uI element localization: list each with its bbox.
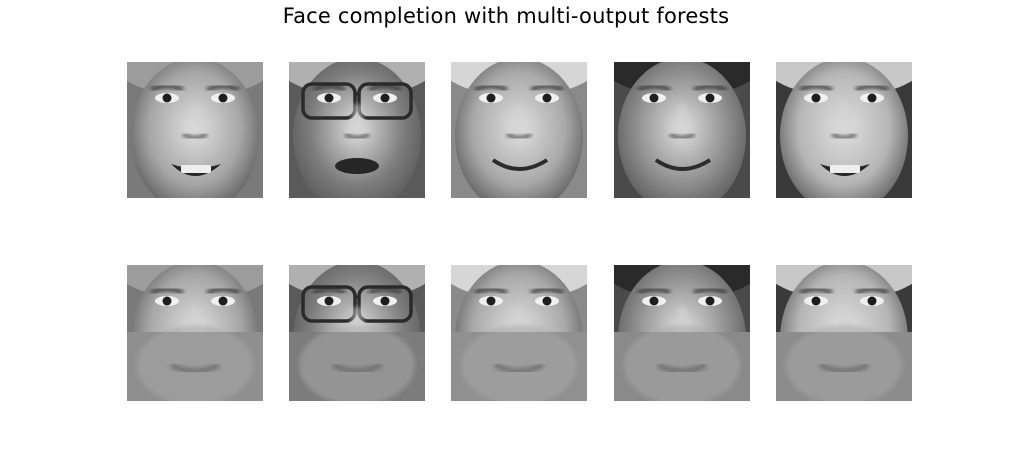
eyebrow	[474, 287, 508, 295]
predicted-lower-half	[614, 325, 750, 401]
completed-face-1	[127, 265, 263, 401]
face-image	[289, 265, 425, 401]
eyebrow	[693, 84, 727, 92]
nostrils	[669, 132, 695, 140]
predicted-mouth	[818, 362, 870, 374]
glasses-lens	[301, 82, 357, 120]
predicted-mouth	[169, 362, 221, 374]
eyebrow	[855, 84, 889, 92]
predicted-mouth	[656, 362, 708, 374]
nostrils	[506, 132, 532, 140]
mouth	[335, 158, 379, 174]
eye-pupil	[324, 296, 334, 306]
eyebrow	[530, 287, 564, 295]
nose	[674, 104, 692, 136]
eye-pupil	[162, 93, 172, 103]
predicted-face	[299, 325, 415, 401]
eyebrow	[693, 287, 727, 295]
face-image	[614, 265, 750, 401]
predicted-face	[461, 325, 577, 401]
predicted-lower-half	[127, 325, 263, 401]
eye-pupil	[811, 93, 821, 103]
teeth	[181, 165, 211, 173]
predicted-face	[786, 325, 902, 401]
eye-pupil	[218, 93, 228, 103]
eyebrow	[368, 84, 402, 92]
face-image	[127, 62, 263, 198]
eye-pupil	[649, 296, 659, 306]
eyebrow	[312, 287, 346, 295]
face-image	[451, 62, 587, 198]
completed-face-5	[776, 265, 912, 401]
eyebrow	[799, 84, 833, 92]
face-image	[776, 62, 912, 198]
eyebrow	[312, 84, 346, 92]
face-image	[127, 265, 263, 401]
eye-pupil	[867, 296, 877, 306]
eye-pupil	[542, 296, 552, 306]
eye-pupil	[542, 93, 552, 103]
completed-face-3	[451, 265, 587, 401]
eye-pupil	[486, 93, 496, 103]
eyebrow	[150, 84, 184, 92]
nostrils	[831, 132, 857, 140]
face-image	[451, 265, 587, 401]
teeth	[830, 165, 860, 173]
true-face-5	[776, 62, 912, 198]
eye-pupil	[486, 296, 496, 306]
true-face-1	[127, 62, 263, 198]
eye-pupil	[380, 296, 390, 306]
nostrils	[182, 132, 208, 140]
mouth	[654, 158, 712, 171]
eyebrow	[206, 84, 240, 92]
predicted-lower-half	[776, 325, 912, 401]
completed-face-2	[289, 265, 425, 401]
nose	[836, 104, 854, 136]
glasses-lens	[357, 82, 413, 120]
predicted-face	[624, 325, 740, 401]
eye-pupil	[162, 296, 172, 306]
eyebrow	[637, 287, 671, 295]
true-face-4	[614, 62, 750, 198]
eyebrow	[855, 287, 889, 295]
eye-pupil	[218, 296, 228, 306]
face-image	[614, 62, 750, 198]
eye-pupil	[649, 93, 659, 103]
eye-pupil	[867, 93, 877, 103]
true-face-2	[289, 62, 425, 198]
predicted-lower-half	[451, 325, 587, 401]
predicted-mouth	[493, 362, 545, 374]
eye-pupil	[705, 296, 715, 306]
eyebrow	[206, 287, 240, 295]
predicted-mouth	[331, 362, 383, 374]
eyebrow	[530, 84, 564, 92]
eyebrow	[368, 287, 402, 295]
face-image	[289, 62, 425, 198]
nose	[187, 104, 205, 136]
figure-title: Face completion with multi-output forest…	[282, 4, 730, 28]
predicted-lower-half	[289, 325, 425, 401]
true-face-3	[451, 62, 587, 198]
eye-pupil	[811, 296, 821, 306]
predicted-face	[137, 325, 253, 401]
nose	[349, 104, 367, 136]
eye-pupil	[380, 93, 390, 103]
nostrils	[344, 132, 370, 140]
eyebrow	[799, 287, 833, 295]
completed-face-4	[614, 265, 750, 401]
glasses-lens	[357, 285, 413, 323]
eyebrow	[637, 84, 671, 92]
eyebrow	[474, 84, 508, 92]
eyebrow	[150, 287, 184, 295]
eye-pupil	[705, 93, 715, 103]
mouth	[491, 158, 549, 171]
eye-pupil	[324, 93, 334, 103]
face-image	[776, 265, 912, 401]
nose	[511, 104, 529, 136]
glasses-lens	[301, 285, 357, 323]
